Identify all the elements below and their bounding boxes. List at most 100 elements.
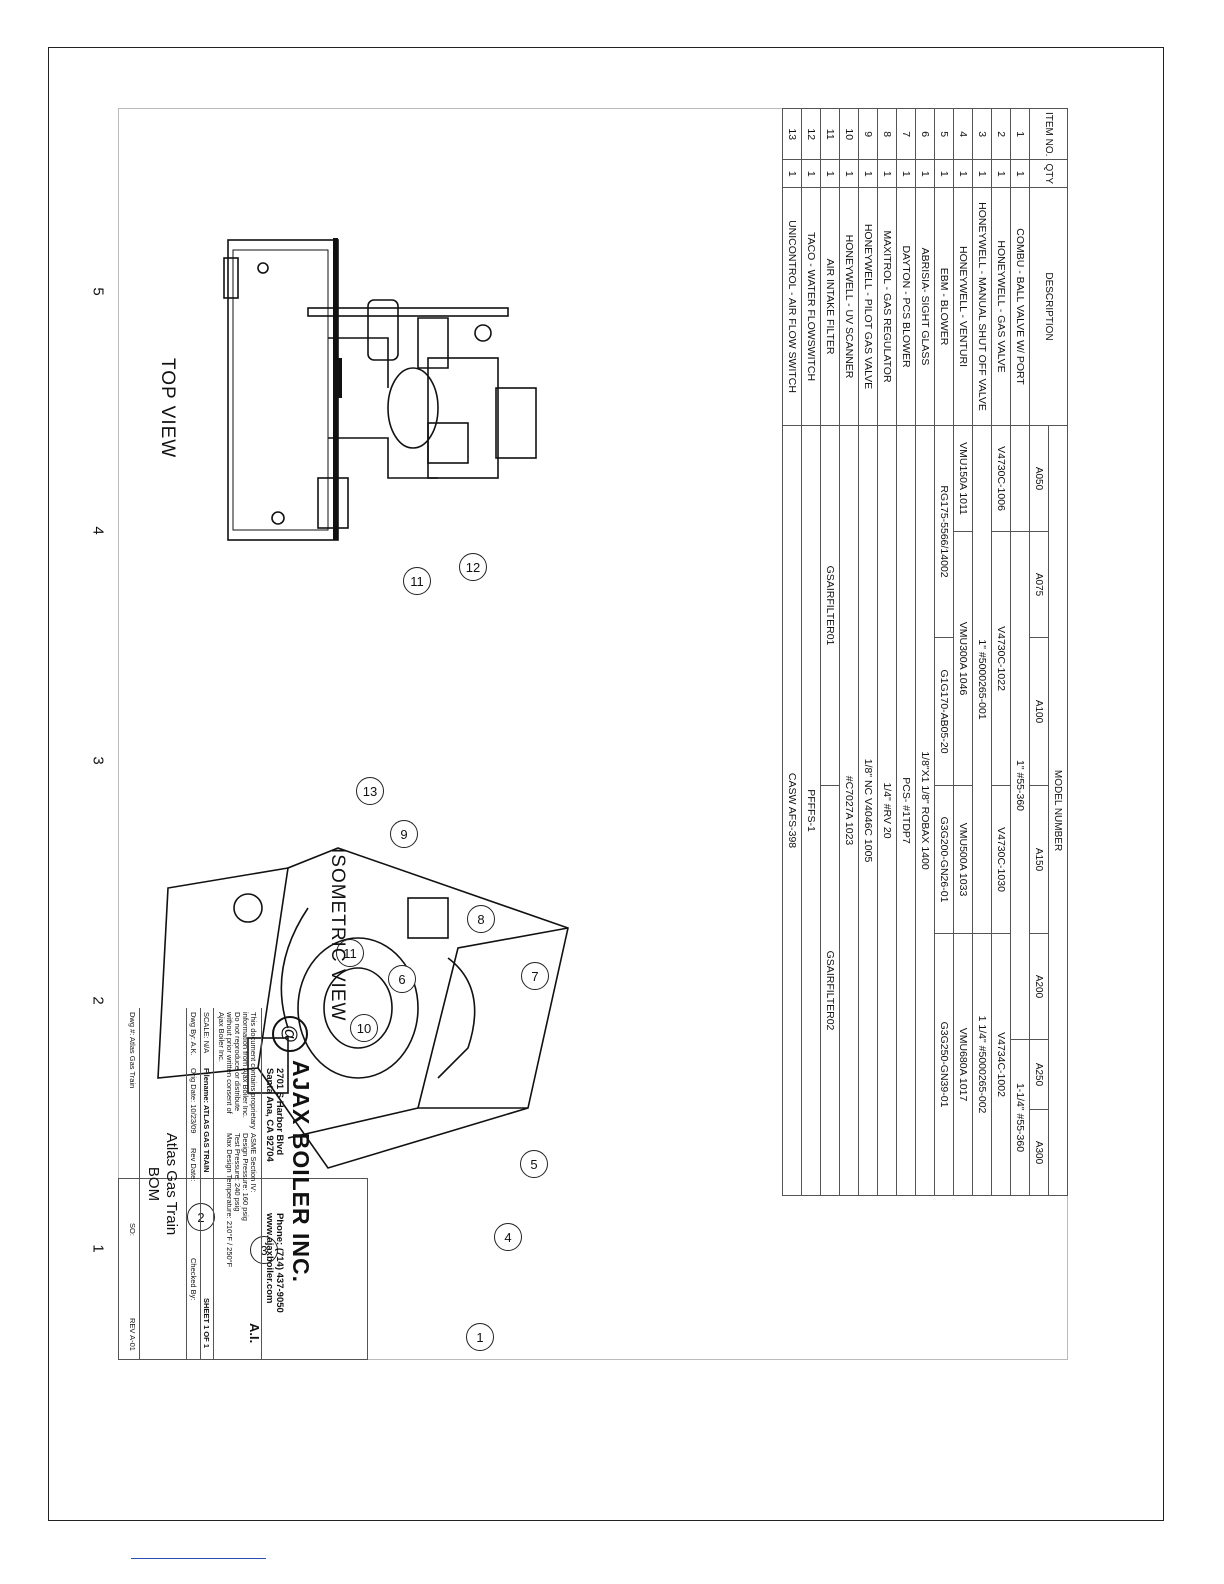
bom-model-cell: 1 1/4" #5000265-002 [972, 933, 992, 1196]
rev-date-field: Rev Date: [189, 1148, 198, 1182]
bom-item-number: 7 [896, 108, 916, 160]
bom-model-cell: 1/8" NC V4046C 1005 [858, 425, 878, 1196]
drawing-number: Dwg #: Atlas Gas Train [128, 1012, 137, 1089]
company-phone: Phone: (714) 437-9050 [274, 1213, 285, 1313]
bom-description: MAXITROL - GAS REGULATOR [877, 187, 897, 426]
notice-line: This document contains proprietary [249, 1012, 258, 1130]
drawing-border [48, 47, 1164, 1521]
zone-marker: 2 [89, 996, 107, 1005]
bom-model-cell: V4730C-1022 [991, 531, 1011, 786]
bom-model-a050: A050 [1029, 425, 1049, 532]
bom-table: ITEM NO. QTY DESCRIPTION MODEL NUMBER A0… [782, 108, 1068, 1196]
balloon-13: 13 [356, 777, 384, 805]
drawing-subtitle: BOM [145, 1166, 162, 1202]
bom-model-a150: A150 [1029, 785, 1049, 934]
revision-field: REV A-01 [128, 1318, 137, 1351]
design-line: Design Pressure: 160 psig [241, 1133, 250, 1221]
approval-stamp: A.I. [247, 1323, 262, 1344]
design-line: ASME Section IV: [249, 1133, 258, 1193]
bom-model-cell: 1/4" #RV 20 [877, 425, 897, 1196]
bom-model-cell [1010, 425, 1030, 532]
bom-description: UNICONTROL - AIR FLOW SWITCH [782, 187, 802, 426]
bom-model-cell: 1/8"X1 1/8" ROBAX 1400 [915, 425, 935, 1196]
bom-quantity: 1 [896, 159, 916, 188]
bom-quantity: 1 [839, 159, 859, 188]
bom-model-cell: VMU500A 1033 [953, 785, 973, 934]
bom-quantity: 1 [1010, 159, 1030, 188]
bom-item-number: 11 [820, 108, 840, 160]
balloon-8: 8 [467, 905, 495, 933]
drawn-by-field: Dwg By: A.K. [189, 1012, 198, 1056]
bom-quantity: 1 [877, 159, 897, 188]
bom-header-item: ITEM NO. [1029, 108, 1068, 160]
balloon-6: 6 [388, 965, 416, 993]
title-block-content: @ AJAX BOILER INC. 2701 S Harbor Blvd Sa… [118, 1008, 318, 1360]
bom-description: HONEYWELL - VENTURI [953, 187, 973, 426]
bom-description: ABRISIA- SIGHT GLASS [915, 187, 935, 426]
bom-quantity: 1 [953, 159, 973, 188]
balloon-10: 10 [350, 1014, 378, 1042]
bom-model-cell: VMU150A 1011 [953, 425, 973, 532]
bom-model-cell: G1G170-AB05-20 [934, 637, 954, 786]
bom-header-model-number: MODEL NUMBER [1048, 425, 1068, 1196]
balloon-11: 11 [403, 567, 431, 595]
bom-description: COMBU - BALL VALVE W/ PORT [1010, 187, 1030, 426]
balloon-1: 1 [466, 1323, 494, 1351]
bom-quantity: 1 [915, 159, 935, 188]
bom-model-a075: A075 [1029, 531, 1049, 638]
bom-item-number: 10 [839, 108, 859, 160]
bom-item-number: 1 [1010, 108, 1030, 160]
notice-line: Ajax Boiler Inc. [217, 1012, 226, 1063]
bom-model-cell: CASW AFS-398 [782, 425, 802, 1196]
bom-quantity: 1 [972, 159, 992, 188]
zone-marker: 3 [89, 756, 107, 765]
bom-description: AIR INTAKE FILTER [820, 187, 840, 426]
scale-field: SCALE: N/A [202, 1012, 211, 1054]
bom-model-cell: GSAIRFILTER02 [820, 785, 840, 1196]
bom-model-a200: A200 [1029, 933, 1049, 1040]
bom-item-number: 2 [991, 108, 1011, 160]
bom-model-a300: A300 [1029, 1109, 1049, 1196]
bom-item-number: 6 [915, 108, 935, 160]
bom-model-cell: VMU680A 1017 [953, 933, 973, 1196]
rotated-sheet: ITEM NO. QTY DESCRIPTION MODEL NUMBER A0… [118, 108, 1068, 1360]
zone-marker: 5 [89, 287, 107, 296]
bom-quantity: 1 [934, 159, 954, 188]
bom-model-cell: G3G250-GN39-01 [934, 933, 954, 1196]
bom-description: HONEYWELL - GAS VALVE [991, 187, 1011, 426]
bom-model-cell: 1-1/4" #55-360 [1010, 1039, 1030, 1196]
bom-header-description: DESCRIPTION [1029, 187, 1068, 426]
notice-line: without prior written consent of [225, 1012, 234, 1114]
bom-model-cell: V4730C-1006 [991, 425, 1011, 532]
bom-model-cell: VMU300A 1046 [953, 531, 973, 786]
company-address-2: Santa Ana, CA 92704 [264, 1068, 275, 1162]
balloon-4: 4 [494, 1223, 522, 1251]
bom-description: HONEYWELL - PILOT GAS VALVE [858, 187, 878, 426]
filename-field: Filename: ATLAS GAS TRAIN [202, 1068, 211, 1173]
isometric-view-label: ISOMETRIC VIEW [327, 848, 348, 1022]
zone-marker: 4 [89, 526, 107, 535]
so-field: SO: [128, 1223, 137, 1236]
bom-quantity: 1 [801, 159, 821, 188]
bom-model-cell: G3G200-GN26-01 [934, 785, 954, 934]
balloon-9: 9 [390, 820, 418, 848]
bom-model-cell: PFFFS-1 [801, 425, 821, 1196]
company-logo-icon: @ [272, 1016, 308, 1052]
bom-item-number: 5 [934, 108, 954, 160]
company-web: www.ajaxboiler.com [264, 1213, 275, 1304]
bom-model-cell: PCS- #1TDP7 [896, 425, 916, 1196]
bom-description: DAYTON - PCS BLOWER [896, 187, 916, 426]
isometric-view-drawing [157, 847, 569, 1169]
bom-model-cell: 1" #55-360 [1010, 531, 1030, 1040]
